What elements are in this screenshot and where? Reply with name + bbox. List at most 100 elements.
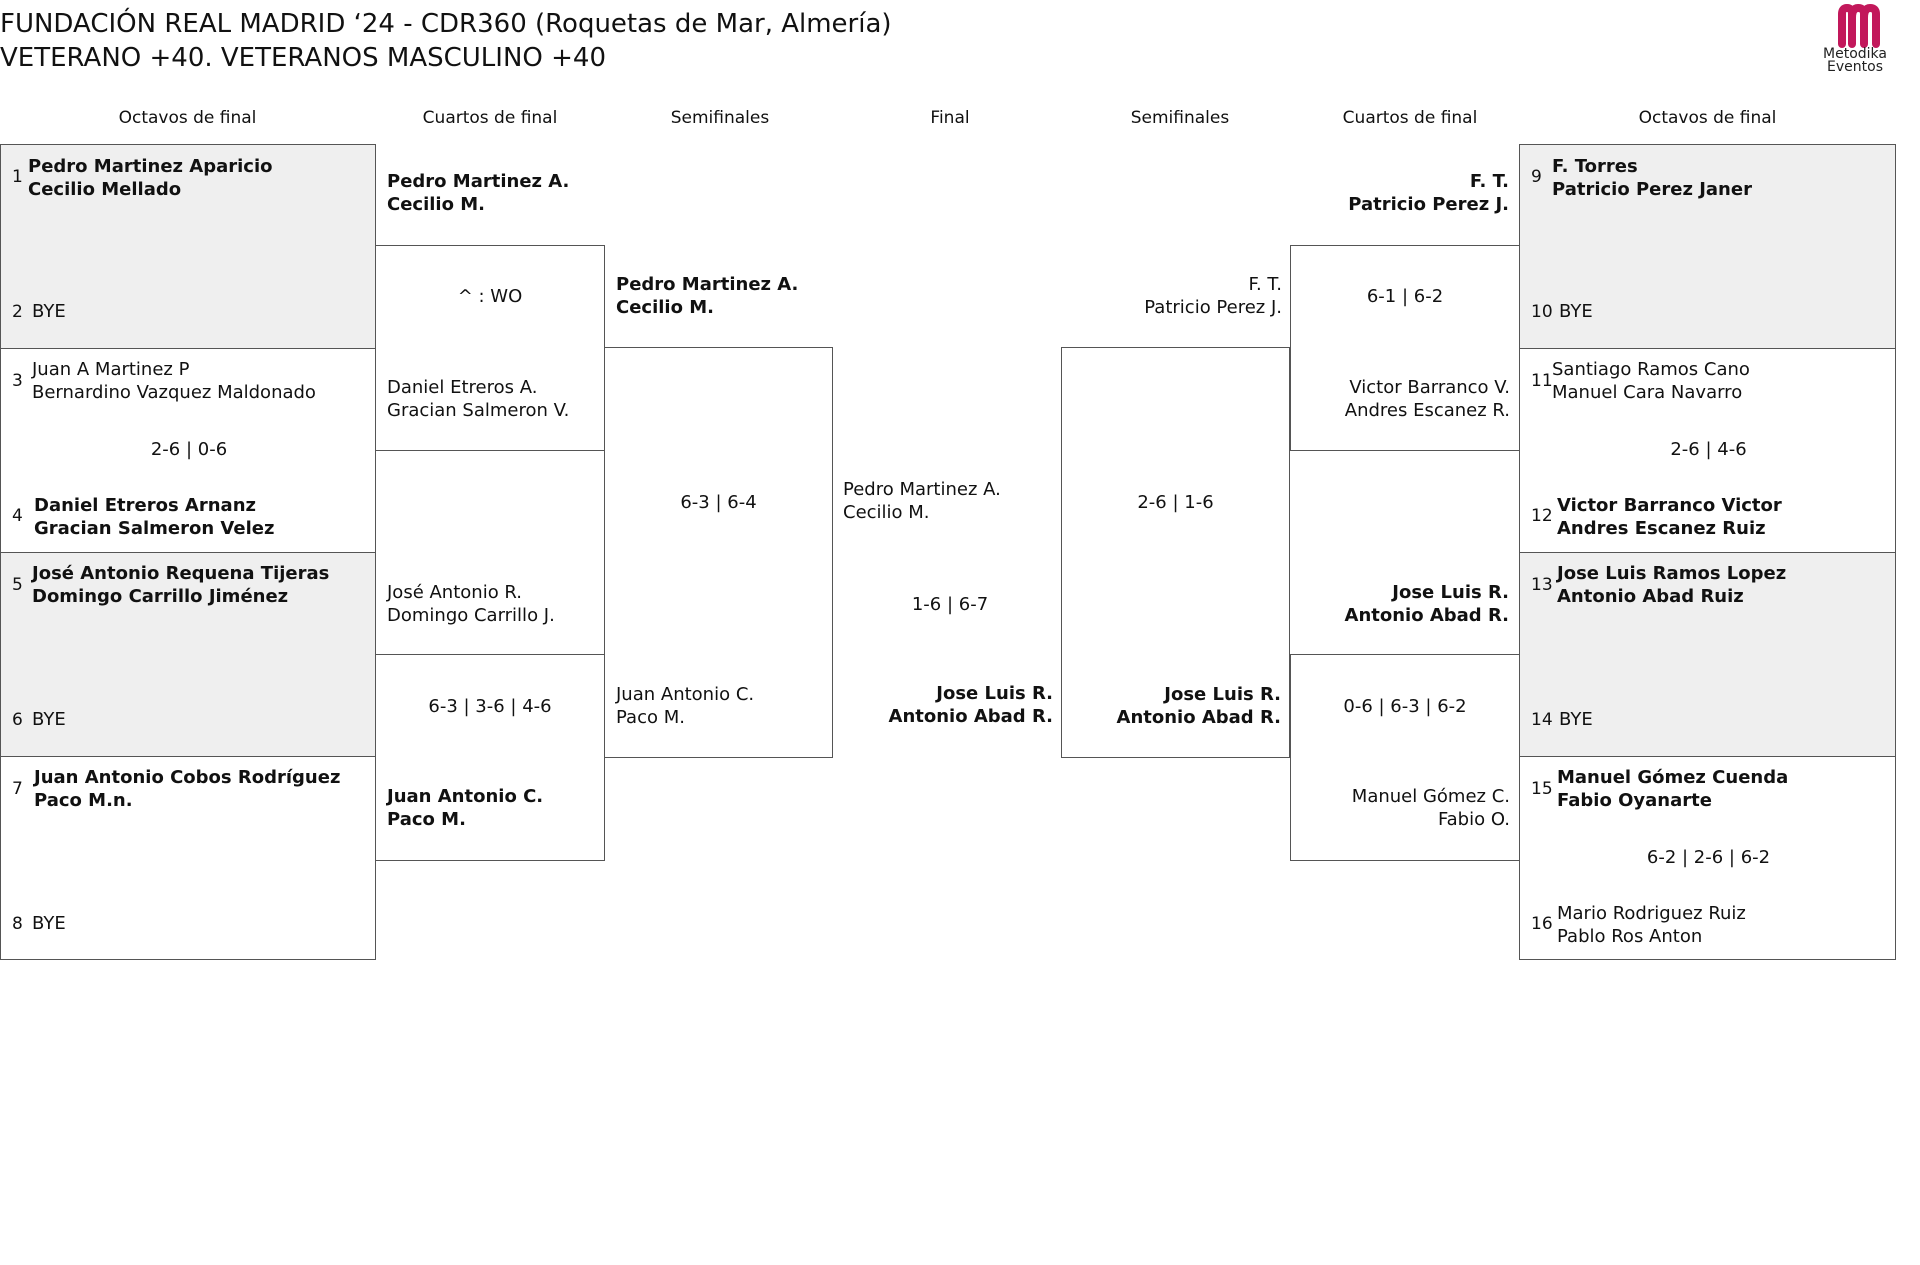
final-player-name: Pedro Martinez A. bbox=[843, 479, 1001, 500]
r16-match-2: 3 Juan A Martinez P Bernardino Vazquez M… bbox=[0, 348, 376, 553]
player-name: Pablo Ros Anton bbox=[1557, 926, 1703, 947]
category-title: VETERANO +40. VETERANOS MASCULINO +40 bbox=[0, 43, 607, 73]
seed-number: 10 bbox=[1531, 302, 1553, 322]
sf-player-name: F. T. bbox=[1248, 274, 1283, 295]
player-name: Paco M.n. bbox=[34, 790, 133, 811]
qf-player-name: Gracian Salmeron V. bbox=[387, 400, 570, 421]
player-name: Domingo Carrillo Jiménez bbox=[32, 586, 289, 607]
player-name: Pedro Martinez Aparicio bbox=[28, 156, 273, 177]
qf-player-name: Daniel Etreros A. bbox=[387, 377, 538, 398]
player-name: Antonio Abad Ruiz bbox=[1557, 586, 1744, 607]
final-player-name: Antonio Abad R. bbox=[888, 706, 1053, 727]
r16-match-4: 7 Juan Antonio Cobos Rodríguez Paco M.n.… bbox=[0, 756, 376, 960]
r16-match-8: 15 Manuel Gómez Cuenda Fabio Oyanarte 6-… bbox=[1519, 756, 1896, 960]
seed-number: 12 bbox=[1531, 506, 1553, 526]
col-header-left-qf: Cuartos de final bbox=[422, 108, 558, 128]
sf-player-name: Antonio Abad R. bbox=[1116, 707, 1281, 728]
player-name: BYE bbox=[32, 709, 66, 730]
player-name: Bernardino Vazquez Maldonado bbox=[32, 382, 316, 403]
seed-number: 11 bbox=[1531, 371, 1553, 391]
player-name: Patricio Perez Janer bbox=[1552, 179, 1752, 200]
final-player-name: Jose Luis R. bbox=[936, 683, 1053, 704]
match-score: 2-6 | 0-6 bbox=[150, 439, 228, 460]
match-score: 0-6 | 6-3 | 6-2 bbox=[1343, 696, 1467, 717]
player-name: BYE bbox=[1559, 301, 1593, 322]
seed-number: 15 bbox=[1531, 779, 1553, 799]
player-name: Mario Rodriguez Ruiz bbox=[1557, 903, 1746, 924]
sf-match-left: 6-3 | 6-4 Juan Antonio C. Paco M. bbox=[604, 347, 833, 758]
player-name: Gracian Salmeron Velez bbox=[34, 518, 275, 539]
col-header-right-qf: Cuartos de final bbox=[1342, 108, 1478, 128]
match-score: 6-2 | 2-6 | 6-2 bbox=[1646, 847, 1771, 868]
logo-text-line1: Metodika bbox=[1823, 46, 1887, 62]
player-name: Santiago Ramos Cano bbox=[1552, 359, 1750, 380]
seed-number: 8 bbox=[12, 914, 23, 934]
match-score: 2-6 | 4-6 bbox=[1670, 439, 1747, 460]
seed-number: 5 bbox=[12, 575, 23, 595]
qf-match-left-bottom: 6-3 | 3-6 | 4-6 Juan Antonio C. Paco M. bbox=[375, 654, 605, 861]
sf-player-name: Jose Luis R. bbox=[1164, 684, 1281, 705]
sf-player-name: Cecilio M. bbox=[616, 297, 714, 318]
match-score: 6-1 | 6-2 bbox=[1366, 286, 1444, 307]
sf-player-name: Patricio Perez J. bbox=[1144, 297, 1282, 318]
qf-player-name: Andres Escanez R. bbox=[1344, 400, 1510, 421]
logo-text-line2: Eventos bbox=[1827, 59, 1883, 75]
seed-number: 7 bbox=[12, 779, 23, 799]
qf-player-name: Paco M. bbox=[387, 809, 466, 830]
qf-player-name: Antonio Abad R. bbox=[1344, 605, 1509, 626]
sf-player-name: Pedro Martinez A. bbox=[616, 274, 799, 295]
r16-match-1: 1 Pedro Martinez Aparicio Cecilio Mellad… bbox=[0, 144, 376, 349]
metodika-logo: Metodika Eventos bbox=[1800, 3, 1910, 76]
qf-match-right-bottom: 0-6 | 6-3 | 6-2 Manuel Gómez C. Fabio O. bbox=[1290, 654, 1520, 861]
player-name: Manuel Gómez Cuenda bbox=[1557, 767, 1789, 788]
r16-match-3: 5 José Antonio Requena Tijeras Domingo C… bbox=[0, 552, 376, 757]
qf-player-name: Fabio O. bbox=[1437, 809, 1510, 830]
sf-player-name: Paco M. bbox=[616, 707, 685, 728]
player-name: José Antonio Requena Tijeras bbox=[32, 563, 330, 584]
player-name: Juan Antonio Cobos Rodríguez bbox=[34, 767, 341, 788]
qf-player-name: Patricio Perez J. bbox=[1348, 194, 1509, 215]
seed-number: 13 bbox=[1531, 575, 1553, 595]
player-name: BYE bbox=[32, 913, 66, 934]
qf-player-name: José Antonio R. bbox=[387, 582, 523, 603]
qf-player-name: Domingo Carrillo J. bbox=[387, 605, 555, 626]
seed-number: 14 bbox=[1531, 710, 1553, 730]
col-header-right-r16: Octavos de final bbox=[1638, 108, 1777, 128]
match-score: ^ : WO bbox=[457, 286, 523, 307]
player-name: Fabio Oyanarte bbox=[1557, 790, 1712, 811]
qf-player-name: Cecilio M. bbox=[387, 194, 485, 215]
match-score: 6-3 | 3-6 | 4-6 bbox=[428, 696, 552, 717]
metodika-logo-icon bbox=[1838, 3, 1880, 48]
qf-player-name: Juan Antonio C. bbox=[387, 786, 544, 807]
seed-number: 16 bbox=[1531, 914, 1553, 934]
qf-player-name: Jose Luis R. bbox=[1392, 582, 1509, 603]
player-name: BYE bbox=[32, 301, 66, 322]
col-header-final: Final bbox=[930, 108, 970, 128]
seed-number: 4 bbox=[12, 506, 23, 526]
sf-match-right: 2-6 | 1-6 Jose Luis R. Antonio Abad R. bbox=[1061, 347, 1290, 758]
r16-match-7: 13 Jose Luis Ramos Lopez Antonio Abad Ru… bbox=[1519, 552, 1896, 757]
player-name: Andres Escanez Ruiz bbox=[1557, 518, 1766, 539]
col-header-left-r16: Octavos de final bbox=[118, 108, 257, 128]
col-header-left-sf: Semifinales bbox=[670, 108, 770, 128]
col-header-right-sf: Semifinales bbox=[1130, 108, 1230, 128]
player-name: Manuel Cara Navarro bbox=[1552, 382, 1743, 403]
logo-text: Metodika Eventos bbox=[1800, 46, 1910, 75]
qf-match-left-top: ^ : WO Daniel Etreros A. Gracian Salmero… bbox=[375, 245, 605, 451]
r16-match-6: 11 Santiago Ramos Cano Manuel Cara Navar… bbox=[1519, 348, 1896, 553]
qf-player-name: F. T. bbox=[1469, 171, 1509, 192]
player-name: Daniel Etreros Arnanz bbox=[34, 495, 256, 516]
player-name: Cecilio Mellado bbox=[28, 179, 182, 200]
match-score: 2-6 | 1-6 bbox=[1137, 492, 1214, 513]
player-name: Victor Barranco Victor bbox=[1557, 495, 1782, 516]
sf-player-name: Juan Antonio C. bbox=[616, 684, 755, 705]
seed-number: 9 bbox=[1531, 167, 1542, 187]
player-name: BYE bbox=[1559, 709, 1593, 730]
tournament-title: FUNDACIÓN REAL MADRID ‘24 - CDR360 (Roqu… bbox=[0, 9, 892, 39]
qf-player-name: Pedro Martinez A. bbox=[387, 171, 570, 192]
final-score: 1-6 | 6-7 bbox=[911, 594, 989, 615]
qf-player-name: Manuel Gómez C. bbox=[1351, 786, 1510, 807]
seed-number: 6 bbox=[12, 710, 23, 730]
seed-number: 3 bbox=[12, 371, 23, 391]
player-name: Juan A Martinez P bbox=[32, 359, 190, 380]
